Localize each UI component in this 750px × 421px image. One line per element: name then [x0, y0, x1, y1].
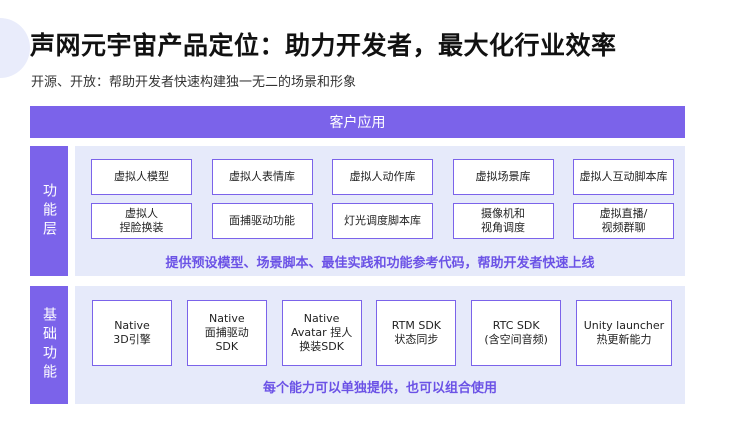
- function-layer-label: 功能层: [30, 146, 68, 276]
- page-subtitle: 开源、开放：帮助开发者快速构建独一无二的场景和形象: [31, 75, 357, 90]
- function-item: 虚拟人表情库: [211, 159, 313, 195]
- corner-decoration: [0, 18, 30, 78]
- function-item: 面捕驱动功能: [211, 203, 313, 239]
- function-item: 虚拟直播/ 视频群聊: [573, 203, 674, 239]
- base-layer-note: 每个能力可以单独提供，也可以组合使用: [262, 381, 497, 396]
- function-item: 摄像机和 视角调度: [452, 203, 554, 239]
- function-item: 虚拟场景库: [452, 159, 554, 195]
- function-layer-note: 提供预设模型、场景脚本、最佳实践和功能参考代码，帮助开发者快速上线: [165, 256, 595, 271]
- base-capability-item: Native Avatar 捏人 换装SDK: [281, 300, 362, 366]
- base-capability-item: RTC SDK (含空间音频): [471, 300, 562, 366]
- base-capability-row: Native 3D引擎 Native 面捕驱动 SDK Native Avata…: [92, 300, 672, 366]
- page-title: 声网元宇宙产品定位：助力开发者，最大化行业效率: [30, 31, 617, 60]
- function-grid: 虚拟人模型 虚拟人表情库 虚拟人动作库 虚拟场景库 虚拟人互动脚本库 虚拟人 捏…: [91, 159, 674, 239]
- function-layer-panel: 虚拟人模型 虚拟人表情库 虚拟人动作库 虚拟场景库 虚拟人互动脚本库 虚拟人 捏…: [75, 146, 685, 276]
- function-item: 虚拟人 捏脸换装: [91, 203, 192, 239]
- base-capability-item: Unity launcher 热更新能力: [575, 300, 672, 366]
- base-layer-label: 基础功能: [30, 286, 68, 404]
- client-application-bar: 客户应用: [30, 106, 685, 138]
- function-item: 虚拟人互动脚本库: [573, 159, 674, 195]
- base-capability-item: Native 3D引擎: [92, 300, 172, 366]
- base-layer-panel: Native 3D引擎 Native 面捕驱动 SDK Native Avata…: [75, 286, 685, 404]
- function-item: 灯光调度脚本库: [332, 203, 433, 239]
- base-capability-item: Native 面捕驱动 SDK: [186, 300, 267, 366]
- function-item: 虚拟人模型: [91, 159, 192, 195]
- function-item: 虚拟人动作库: [332, 159, 433, 195]
- base-capability-item: RTM SDK 状态同步: [376, 300, 457, 366]
- client-application-label: 客户应用: [329, 115, 386, 131]
